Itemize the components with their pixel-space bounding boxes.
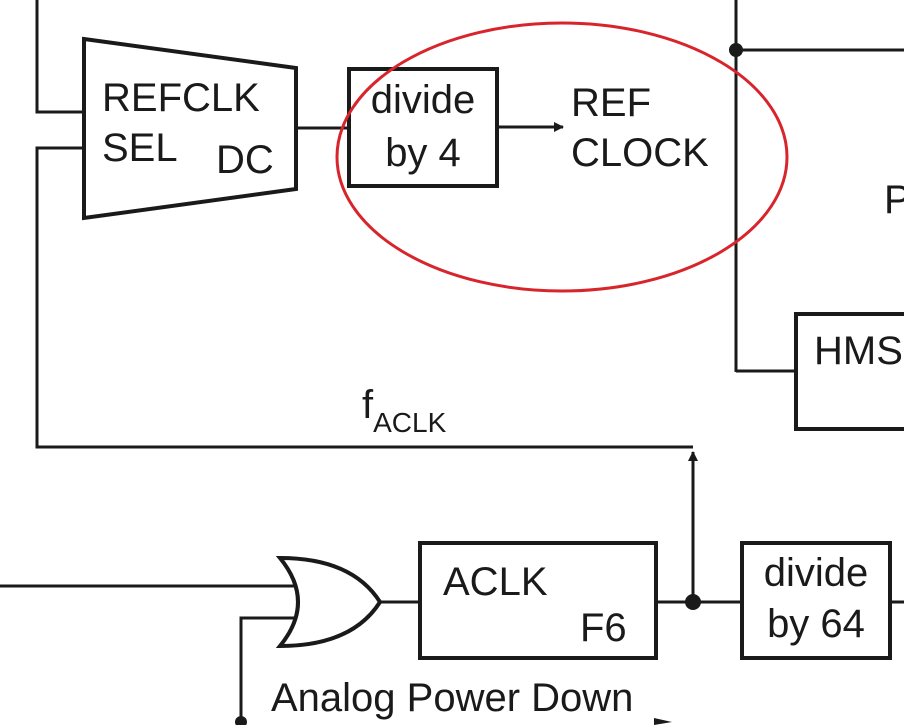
hms-block: HMS: [794, 312, 904, 431]
mux-label-line2: SEL: [102, 126, 178, 170]
divider-top-box: [347, 67, 499, 188]
mux-tag: DC: [216, 138, 274, 182]
or-gate: [275, 555, 383, 649]
right-edge-label: P: [884, 178, 904, 222]
mux-label-line1: REFCLK: [102, 76, 260, 120]
divider-bottom-box: [740, 541, 892, 660]
divider-top-line2: by 4: [385, 131, 461, 175]
divider-top-line1: divide: [371, 78, 476, 122]
mux-input-top-wire: [35, 0, 84, 114]
junction-dot-top: [729, 43, 743, 57]
analog-power-down-label: Analog Power Down: [271, 676, 633, 720]
mux-shape: [82, 36, 298, 221]
junction-dot-bottom: [235, 716, 247, 725]
ref-clock-line1: REF: [571, 81, 651, 125]
hms-box: [794, 312, 904, 431]
divider-bottom-line1: divide: [764, 551, 869, 595]
faclk-feedback-wire: [35, 146, 693, 449]
partial-arrowhead: [654, 718, 672, 725]
refclk-sel-mux: REFCLK SEL DC: [82, 36, 298, 221]
aclk-tag: F6: [580, 606, 627, 650]
aclk-box: [418, 541, 658, 660]
divide-by-64-block: divide by 64: [740, 541, 892, 660]
aclk-label: ACLK: [443, 560, 548, 604]
faclk-label: fACLK: [362, 383, 447, 438]
hms-label: HMS: [814, 329, 903, 373]
or-input-bottom-wire: [239, 616, 294, 725]
aclk-block: ACLK F6: [418, 541, 658, 660]
divide-by-4-block: divide by 4: [347, 67, 499, 188]
divider-bottom-line2: by 64: [767, 602, 865, 646]
junction-dot-aclk: [685, 594, 701, 610]
ref-clock-line2: CLOCK: [571, 131, 709, 175]
highlight-ellipse: [335, 21, 789, 293]
